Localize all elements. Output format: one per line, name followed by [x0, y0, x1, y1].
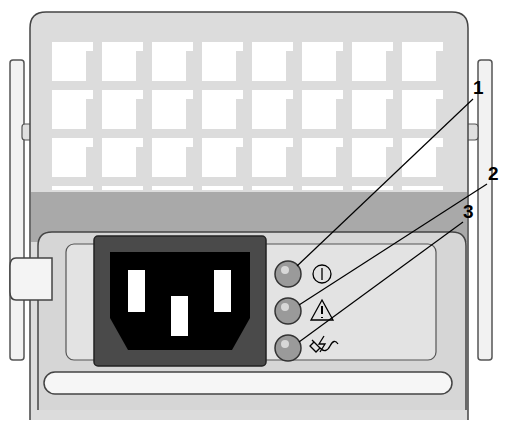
callout-number: 3	[463, 202, 474, 221]
led-highlight	[281, 340, 289, 348]
ac-inlet-frame	[94, 236, 266, 366]
inlet-pin	[171, 296, 188, 336]
front-plate	[38, 232, 466, 410]
handle	[44, 372, 452, 394]
side-rail	[478, 60, 492, 360]
warning-symbol	[321, 306, 323, 314]
inlet-pin	[214, 270, 231, 312]
release-latch	[10, 258, 52, 300]
power-symbol	[313, 265, 331, 283]
fault-led	[275, 298, 301, 324]
power-led	[275, 261, 301, 287]
callout-number: 2	[488, 164, 499, 183]
leader-line	[299, 184, 487, 305]
led-highlight	[281, 303, 289, 311]
leader-line	[299, 222, 463, 342]
side-rail	[10, 60, 24, 360]
housing	[30, 12, 468, 420]
callout-number: 1	[473, 78, 484, 97]
ac-inlet	[110, 252, 250, 350]
inlet-pin	[128, 270, 145, 312]
warning-symbol	[321, 317, 323, 318]
ac-plug-symbol	[319, 336, 325, 352]
ac-led	[275, 335, 301, 361]
vent-grille	[48, 38, 452, 190]
leader-line	[297, 99, 473, 266]
led-highlight	[281, 266, 289, 274]
warning-symbol	[311, 300, 333, 320]
power-symbol	[321, 268, 322, 280]
